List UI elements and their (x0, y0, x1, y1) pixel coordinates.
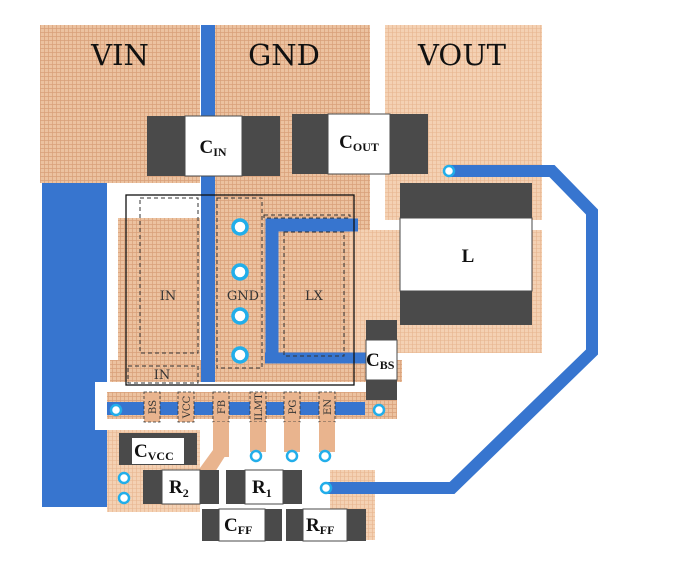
en-via (372, 403, 386, 417)
gnd-via-4 (231, 346, 249, 364)
feedback-trace (326, 165, 598, 494)
vias (109, 164, 456, 505)
in-pad (139, 197, 199, 354)
cvcc-capacitor: CVCC (119, 433, 197, 465)
lx-pad-label: LX (305, 289, 324, 304)
ic-pins: BS VCC FB ILMT PG EN (143, 391, 336, 423)
lx-trace (265, 218, 358, 362)
pin-fb-label: FB (217, 400, 228, 414)
cvcc-via-2 (117, 491, 131, 505)
gnd-pad-label: GND (227, 289, 259, 304)
ic-outline (125, 194, 355, 386)
cff-label: CFF (224, 515, 252, 537)
gnd-via-2 (231, 263, 249, 281)
cout-capacitor: COUT (292, 113, 428, 175)
vout-via (442, 164, 456, 178)
pin-bs-label: BS (148, 400, 159, 414)
gnd-pad (216, 197, 263, 369)
r1-resistor: R1 (226, 469, 302, 505)
r2-label: R2 (169, 477, 189, 500)
en-pin-via (318, 449, 332, 463)
feedback-via (319, 481, 333, 495)
cbs-capacitor: CBS (365, 320, 398, 400)
pin-pg-label: PG (288, 400, 299, 415)
center-ground-strip (201, 25, 215, 420)
pin-bs: BS (143, 391, 161, 423)
cin-label: CIN (199, 137, 226, 159)
pin-vcc-label: VCC (182, 395, 193, 419)
rff-resistor: RFF (286, 508, 366, 542)
rff-label: RFF (306, 515, 334, 537)
inductor-label: L (462, 246, 475, 267)
lx-top-outline (263, 214, 351, 219)
pin-ilmt-label: ILMT (254, 393, 265, 421)
cin-capacitor: CIN (147, 115, 280, 177)
in-small-label: IN (154, 368, 171, 383)
cvcc-via-1 (117, 471, 131, 485)
inductor: L (399, 183, 533, 325)
gnd-via-3 (231, 307, 249, 325)
pin-vcc: VCC (177, 391, 195, 423)
components: CIN COUT L CBS CVCC R2 (119, 113, 533, 542)
in-small-pad (127, 365, 199, 384)
pin-en: EN (318, 391, 336, 423)
gnd-via-1 (231, 218, 249, 236)
cbs-label: CBS (366, 350, 395, 372)
bs-via (109, 403, 123, 417)
pg-via (285, 449, 299, 463)
vin-label: VIN (90, 38, 149, 72)
ic-footprint: IN GND LX IN (125, 194, 355, 386)
traces (265, 165, 598, 494)
pin-bus-trace (107, 402, 365, 415)
cff-capacitor: CFF (202, 508, 282, 542)
ilmt-via (249, 449, 263, 463)
in-pad-label: IN (160, 289, 177, 304)
pin-en-label: EN (323, 399, 334, 415)
vout-label: VOUT (417, 38, 507, 72)
pin-ilmt: ILMT (249, 391, 267, 423)
lx-pad (283, 231, 345, 357)
ic-lower-copper (110, 360, 370, 385)
pin-pg: PG (283, 391, 301, 423)
gnd-label: GND (248, 38, 320, 72)
pin-fb: FB (212, 391, 230, 423)
r2-resistor: R2 (143, 469, 219, 505)
left-ground-fill (42, 183, 107, 507)
cout-label: COUT (339, 132, 379, 154)
pin-stubs (197, 422, 335, 472)
cvcc-label: CVCC (134, 441, 174, 463)
r1-label: R1 (252, 477, 272, 500)
in-pad-copper (118, 218, 200, 360)
